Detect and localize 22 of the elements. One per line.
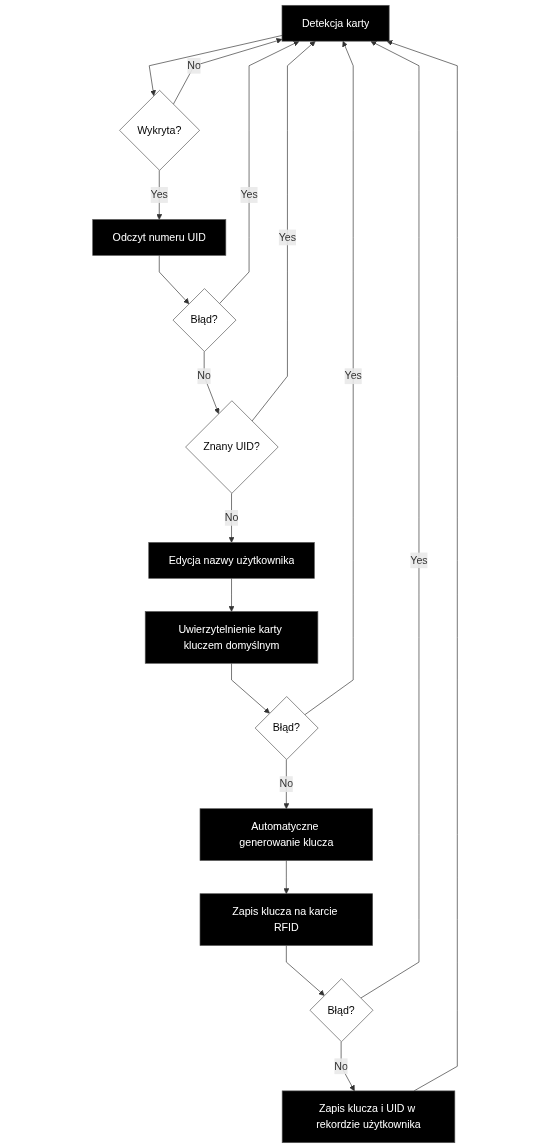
edge-label: No: [197, 370, 211, 382]
node-box: Detekcja karty: [281, 4, 390, 42]
node-diamond: Błąd?: [254, 696, 319, 760]
edge-label: Yes: [150, 188, 168, 201]
node-box: Zapis klucza i UID w rekordzie użytkownika: [281, 1090, 456, 1143]
node-diamond: Błąd?: [172, 288, 237, 352]
node-diamond: Znany UID?: [185, 400, 279, 494]
node-box: Uwierzytelnienie karty kluczem domyślnym: [144, 611, 319, 664]
edge-label: No: [279, 778, 294, 790]
edge-label: No: [187, 59, 201, 72]
node-box: Automatyczne generowanie klucza: [199, 808, 373, 861]
node-box: Zapis klucza na karcie RFID: [199, 893, 373, 946]
node-box: Edycja nazwy użytkownika: [148, 542, 315, 579]
edge-label: Yes: [240, 188, 258, 201]
edge-label: Yes: [344, 370, 362, 382]
node-box: Odczyt numeru UID: [92, 219, 227, 256]
edge-label: No: [224, 511, 239, 524]
node-diamond: Błąd?: [309, 978, 374, 1043]
edge-label: Yes: [278, 231, 297, 243]
node-diamond: Wykryta?: [119, 90, 200, 171]
edge-label: No: [334, 1060, 348, 1072]
edge-label: Yes: [410, 554, 428, 566]
